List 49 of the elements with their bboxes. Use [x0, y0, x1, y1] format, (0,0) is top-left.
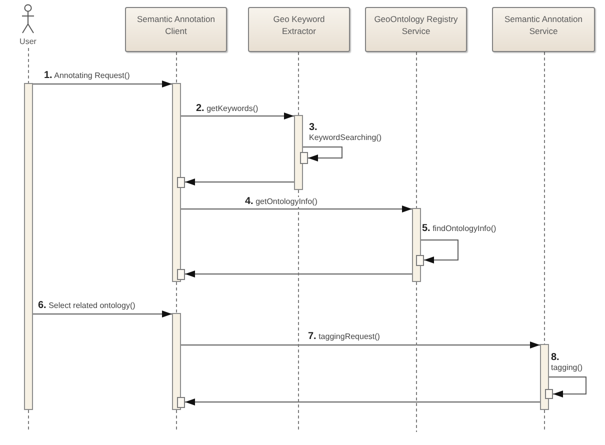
- activation-bar: [172, 313, 181, 410]
- message-arrow: [180, 342, 540, 348]
- lifeline: [544, 410, 545, 432]
- lifeline: [176, 282, 177, 314]
- nested-activation: [177, 269, 185, 280]
- message-label: 5. findOntologyInfo(): [422, 224, 496, 234]
- self-message-arrow: [302, 146, 342, 162]
- return-arrow: [184, 398, 540, 406]
- nested-activation: [300, 152, 308, 164]
- nested-activation: [545, 389, 553, 399]
- actor-name: User: [20, 37, 36, 47]
- activation-bar: [24, 83, 33, 410]
- participant-name: Semantic Annotation Client: [136, 13, 216, 37]
- message-arrow: [180, 112, 294, 120]
- self-message-arrow: [420, 240, 458, 264]
- message-arrow: [180, 206, 412, 212]
- activation-bar: [172, 83, 181, 282]
- participant-box: [248, 7, 350, 52]
- lifeline: [176, 52, 177, 84]
- participant-name: Semantic Annotation Service: [504, 13, 584, 37]
- nested-activation: [177, 177, 185, 188]
- participant-box: [125, 7, 227, 52]
- lifeline: [298, 52, 299, 116]
- nested-activation: [416, 255, 424, 266]
- participant-box: [492, 7, 595, 52]
- message-label: 4. getOntologyInfo(): [245, 197, 318, 207]
- message-label: 2. getKeywords(): [196, 104, 258, 114]
- lifeline: [176, 410, 177, 432]
- message-label: 6. Select related ontology(): [38, 301, 136, 311]
- message-label: 1. Annotating Request(): [44, 71, 130, 81]
- return-arrow: [184, 178, 294, 186]
- lifeline: [28, 48, 29, 84]
- activation-bar: [540, 344, 549, 410]
- lifeline: [544, 52, 545, 344]
- lifeline: [28, 410, 29, 432]
- message-arrow: [32, 310, 172, 318]
- self-message-arrow: [548, 376, 586, 398]
- participant-name: GeoOntology Registry Service: [373, 13, 459, 37]
- return-arrow: [184, 270, 412, 278]
- participant-box: [365, 7, 467, 52]
- lifeline: [416, 282, 417, 432]
- message-arrow: [32, 80, 172, 88]
- lifeline: [416, 52, 417, 208]
- lifeline: [298, 190, 299, 432]
- activation-bar: [412, 208, 421, 282]
- message-label: 7. taggingRequest(): [308, 332, 380, 342]
- activation-bar: [294, 115, 303, 190]
- nested-activation: [177, 397, 185, 408]
- participant-name: Geo Keyword Extractor: [272, 13, 326, 37]
